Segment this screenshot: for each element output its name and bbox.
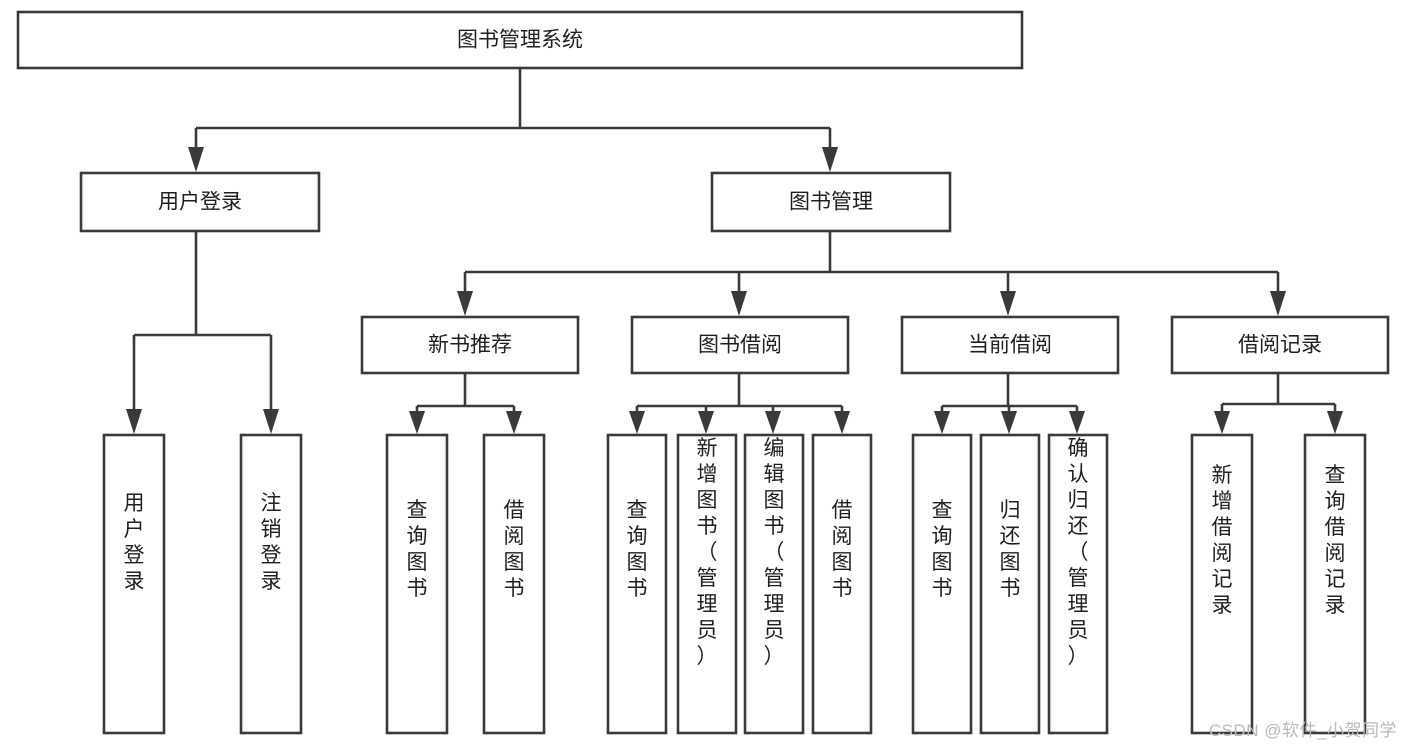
node-book-borrow[interactable]: 图书借阅	[630, 315, 850, 375]
connectors-new-book-to-leaves	[409, 373, 522, 434]
leaf-book-borrow-0-label: 查询图书	[627, 499, 648, 600]
node-book-management[interactable]: 图书管理	[710, 171, 952, 233]
connectors-book-manage-to-level3	[457, 232, 1286, 316]
connectors-current-borrow-to-leaves	[934, 373, 1085, 434]
node-new-book-recommend[interactable]: 新书推荐	[360, 315, 580, 375]
leaf-book-borrow-2-label: 编辑图书（管理员）	[764, 437, 785, 668]
leaf-user-login-1-label: 注销登录	[261, 492, 282, 593]
leaf-current-borrow-2[interactable]: 确认归还（管理员）	[1047, 433, 1109, 735]
node-user-login[interactable]: 用户登录	[79, 171, 321, 233]
leaf-new-book-1-label: 借阅图书	[504, 499, 525, 600]
node-new-book-recommend-label: 新书推荐	[428, 334, 512, 357]
leaf-user-login-0-label: 用户登录	[124, 492, 145, 593]
leaf-current-borrow-1[interactable]: 归还图书	[979, 433, 1041, 735]
leaf-borrow-record-0-label: 新增借阅记录	[1212, 464, 1233, 617]
connectors-borrow-record-to-leaves	[1214, 373, 1343, 434]
csdn-watermark: CSDN @软件_小贺同学	[1208, 721, 1397, 740]
leaf-borrow-record-0[interactable]: 新增借阅记录	[1190, 433, 1254, 735]
connectors-user-login-to-leaves	[126, 232, 279, 434]
leaf-user-login-0[interactable]: 用户登录	[102, 433, 166, 735]
node-user-login-label: 用户登录	[158, 191, 242, 214]
leaf-new-book-1[interactable]: 借阅图书	[482, 433, 546, 735]
node-book-management-label: 图书管理	[789, 191, 873, 214]
leaf-book-borrow-3-label: 借阅图书	[832, 499, 853, 600]
leaf-book-borrow-3[interactable]: 借阅图书	[811, 433, 873, 735]
leaf-user-login-1[interactable]: 注销登录	[239, 433, 303, 735]
leaf-current-borrow-0[interactable]: 查询图书	[911, 433, 973, 735]
node-borrow-record-label: 借阅记录	[1238, 334, 1322, 357]
connectors-book-borrow-to-leaves	[629, 373, 850, 434]
leaf-current-borrow-0-label: 查询图书	[932, 499, 953, 600]
node-borrow-record[interactable]: 借阅记录	[1170, 315, 1390, 375]
leaf-new-book-0-label: 查询图书	[407, 499, 428, 600]
leaf-new-book-0[interactable]: 查询图书	[385, 433, 449, 735]
leaf-book-borrow-1[interactable]: 新增图书（管理员）	[676, 433, 738, 735]
leaf-book-borrow-2[interactable]: 编辑图书（管理员）	[743, 433, 805, 735]
connectors-root-to-level2	[188, 68, 838, 172]
node-root[interactable]: 图书管理系统	[16, 10, 1024, 70]
node-current-borrow[interactable]: 当前借阅	[900, 315, 1120, 375]
node-root-label: 图书管理系统	[457, 29, 583, 52]
leaf-book-borrow-1-label: 新增图书（管理员）	[697, 437, 718, 668]
leaf-borrow-record-1-label: 查询借阅记录	[1325, 464, 1346, 617]
leaf-current-borrow-2-label: 确认归还（管理员）	[1068, 437, 1089, 668]
node-book-borrow-label: 图书借阅	[698, 334, 782, 357]
leaf-borrow-record-1[interactable]: 查询借阅记录	[1303, 433, 1367, 735]
leaf-current-borrow-1-label: 归还图书	[1000, 499, 1021, 600]
leaf-book-borrow-0[interactable]: 查询图书	[606, 433, 668, 735]
node-current-borrow-label: 当前借阅	[968, 334, 1052, 357]
